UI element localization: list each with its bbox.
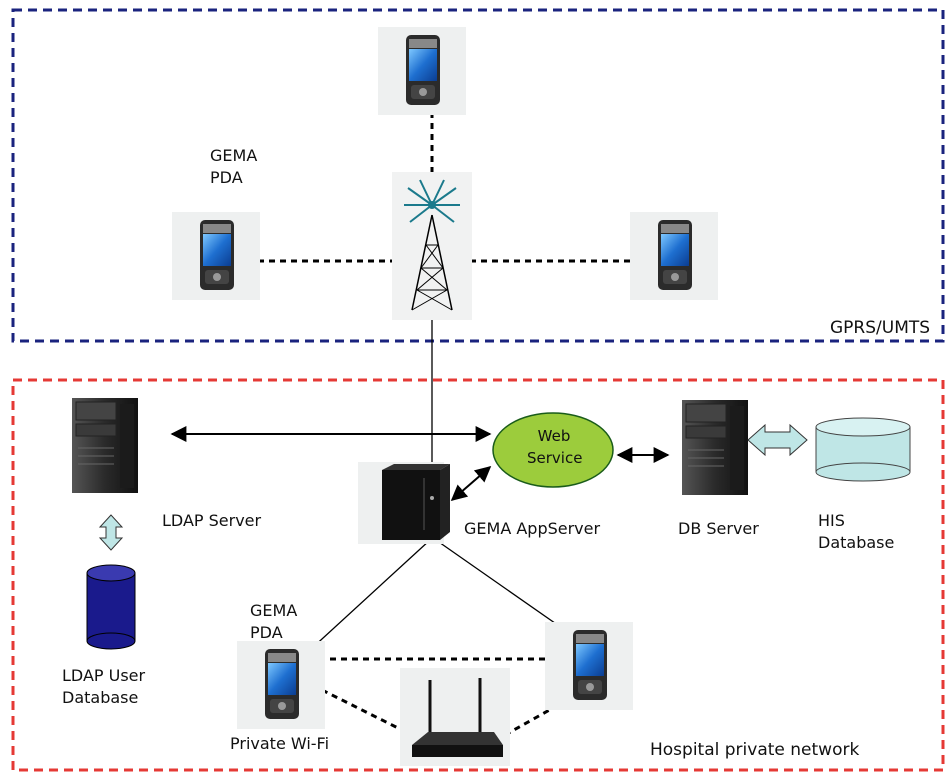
- server-icon: [358, 462, 450, 544]
- pda-icon: [545, 622, 633, 710]
- db-server-label: DB Server: [678, 519, 759, 538]
- web-service-label: Web Service: [527, 427, 583, 467]
- link-appserver-webservice: [450, 465, 492, 502]
- ldap-user-database-label: LDAP User Database: [62, 666, 146, 707]
- gema-pda-top-label: GEMA PDA: [210, 146, 258, 187]
- pda-icon: [172, 212, 260, 300]
- ldap-server-label: LDAP Server: [162, 511, 262, 530]
- mobile-zone-label: GPRS/UMTS: [830, 318, 931, 338]
- his-link-arrow-icon: [747, 423, 808, 457]
- web-service-node: [492, 412, 614, 488]
- link-leftpda-router: [321, 688, 413, 737]
- server-icon: [71, 397, 139, 494]
- his-database-label: HIS Database: [818, 511, 895, 552]
- database-icon: [86, 564, 136, 650]
- private-wifi-label: Private Wi-Fi: [230, 734, 330, 753]
- app-server-label: GEMA AppServer: [464, 519, 601, 538]
- hospital-zone-border: [11, 378, 945, 772]
- hospital-zone-label: Hospital private network: [650, 740, 860, 760]
- gema-pda-bottom-label: GEMA PDA: [250, 601, 298, 642]
- pda-icon: [378, 27, 466, 115]
- database-icon: [815, 417, 911, 482]
- link-appserver-right-pda: [435, 539, 573, 636]
- antenna-tower-icon: [392, 172, 472, 320]
- pda-icon: [237, 641, 325, 729]
- ldap-link-arrow-icon: [98, 514, 124, 551]
- link-appserver-left-pda: [309, 539, 431, 651]
- mobile-zone-border: [11, 8, 945, 343]
- server-icon: [681, 399, 749, 496]
- pda-icon: [630, 212, 718, 300]
- wifi-router-icon: [400, 668, 510, 766]
- link-router-rightpda: [504, 688, 586, 737]
